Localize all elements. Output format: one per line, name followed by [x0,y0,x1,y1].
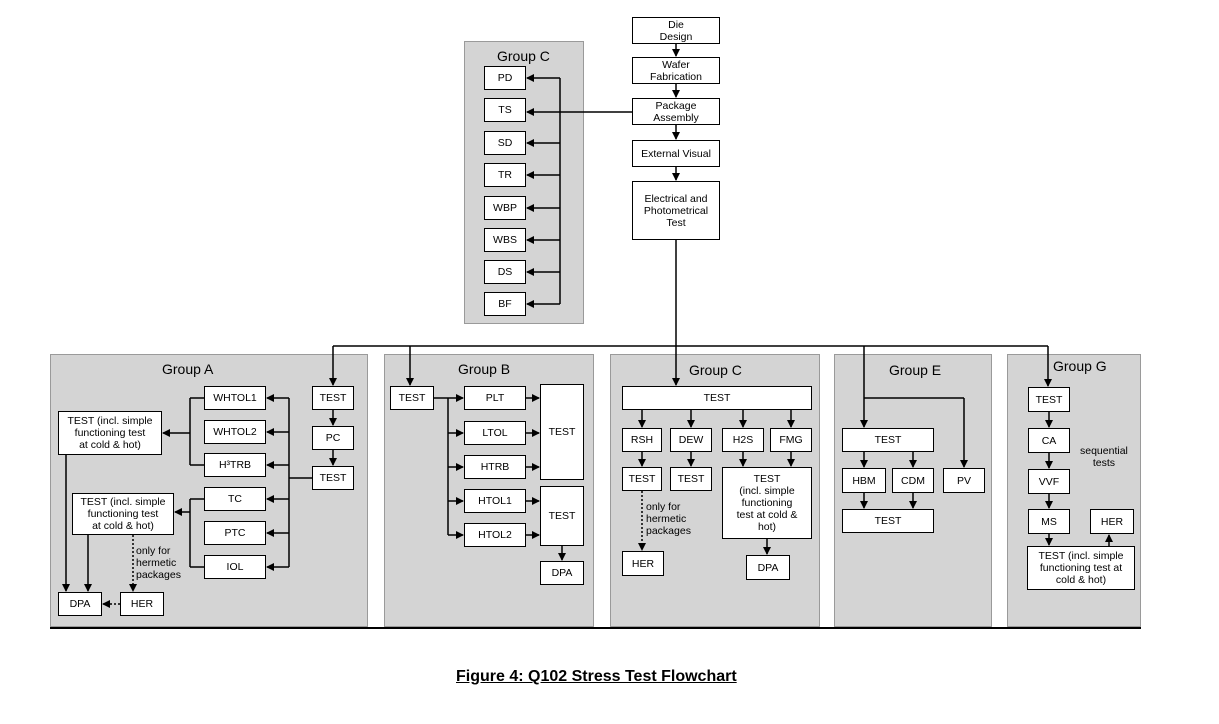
die-design-box: Die Design [632,17,720,44]
ga-h3trb-box: H³TRB [204,453,266,477]
group-a-title: Group A [162,361,214,377]
gct-ds-box: DS [484,260,526,284]
ga-test-simple-2-box: TEST (incl. simple functioning test at c… [72,493,174,535]
ga-tc-box: TC [204,487,266,511]
gg-her-box: HER [1090,509,1134,534]
gb-dpa-box: DPA [540,561,584,585]
gg-sequential-note: sequential tests [1080,445,1128,469]
gg-test-simple-box: TEST (incl. simple functioning test at c… [1027,546,1135,590]
ge-cdm-box: CDM [892,468,934,493]
gct-sd-box: SD [484,131,526,155]
ga-her-box: HER [120,592,164,616]
ge-pv-box: PV [943,468,985,493]
ge-test-bottom-box: TEST [842,509,934,533]
ga-iol-box: IOL [204,555,266,579]
gg-ca-box: CA [1028,428,1070,453]
gg-ms-box: MS [1028,509,1070,534]
ga-whtol2-box: WHTOL2 [204,420,266,444]
gct-tr-box: TR [484,163,526,187]
gb-htrb-box: HTRB [464,455,526,479]
gct-wbs-box: WBS [484,228,526,252]
gc-test-top-box: TEST [622,386,812,410]
group-c-top-title: Group C [497,48,550,64]
ga-test-mid-box: TEST [312,466,354,490]
ga-dpa-box: DPA [58,592,102,616]
gb-plt-box: PLT [464,386,526,410]
gct-bf-box: BF [484,292,526,316]
ge-test-top-box: TEST [842,428,934,452]
group-c-title: Group C [689,362,742,378]
gc-dew-box: DEW [670,428,712,452]
gc-rsh-box: RSH [622,428,662,452]
gg-test-box: TEST [1028,387,1070,412]
external-visual-box: External Visual [632,140,720,167]
gct-ts-box: TS [484,98,526,122]
group-b-title: Group B [458,361,511,377]
ge-hbm-box: HBM [842,468,886,493]
gb-test-r2-box: TEST [540,486,584,546]
wafer-fabrication-box: Wafer Fabrication [632,57,720,84]
gb-test-r1-box: TEST [540,384,584,480]
ga-test-simple-1-box: TEST (incl. simple functioning test at c… [58,411,162,455]
gc-test-simple-box: TEST (incl. simple functioning test at c… [722,467,812,539]
gg-vvf-box: VVF [1028,469,1070,494]
group-e-title: Group E [889,362,942,378]
gb-htol1-box: HTOL1 [464,489,526,513]
ga-test-top-box: TEST [312,386,354,410]
gc-test-rsh-box: TEST [622,467,662,491]
gct-pd-box: PD [484,66,526,90]
ga-pc-box: PC [312,426,354,450]
electrical-photometrical-test-box: Electrical and Photometrical Test [632,181,720,240]
ga-ptc-box: PTC [204,521,266,545]
gb-ltol-box: LTOL [464,421,526,445]
gc-dpa-box: DPA [746,555,790,580]
figure-caption: Figure 4: Q102 Stress Test Flowchart [456,668,737,685]
gct-wbp-box: WBP [484,196,526,220]
group-g-title: Group G [1053,358,1107,374]
ga-whtol1-box: WHTOL1 [204,386,266,410]
gc-only-hermetic-note: only for hermetic packages [646,501,691,537]
gb-test-left-box: TEST [390,386,434,410]
gc-h2s-box: H2S [722,428,764,452]
ga-only-hermetic-note: only for hermetic packages [136,545,181,581]
gc-her-box: HER [622,551,664,576]
package-assembly-box: Package Assembly [632,98,720,125]
gc-test-dew-box: TEST [670,467,712,491]
gb-htol2-box: HTOL2 [464,523,526,547]
gc-fmg-box: FMG [770,428,812,452]
